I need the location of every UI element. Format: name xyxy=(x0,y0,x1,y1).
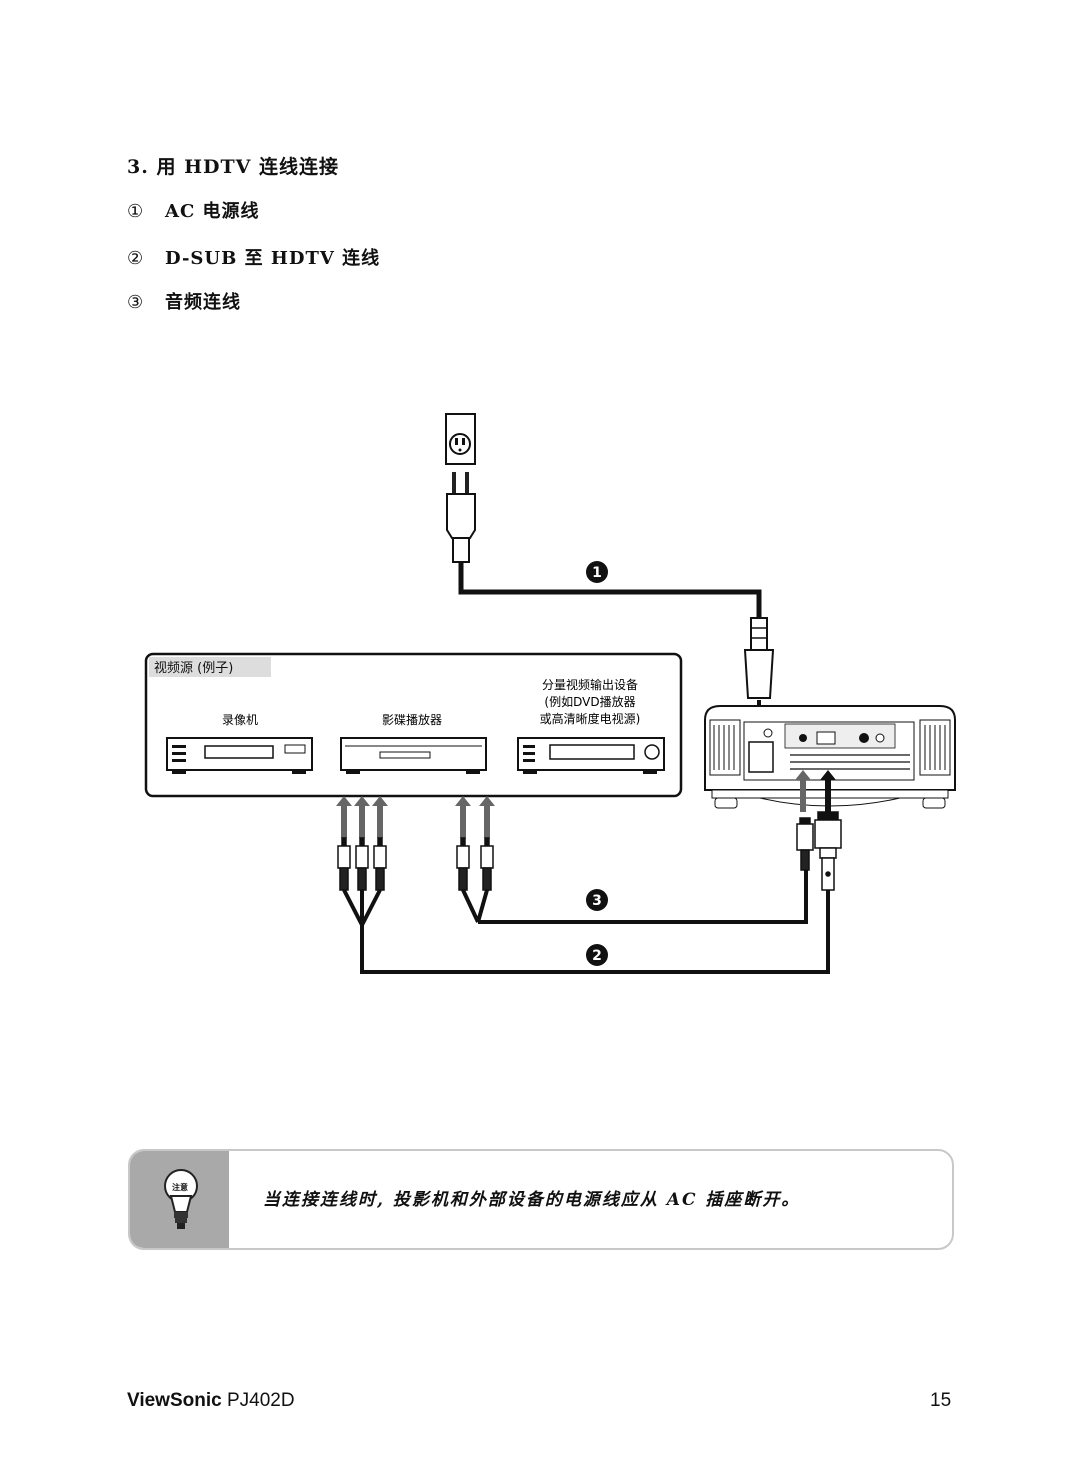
page-number: 15 xyxy=(930,1390,952,1411)
lightbulb-icon xyxy=(164,1169,198,1229)
item-text: AC 电源线 xyxy=(165,201,260,222)
dvd-player-icon xyxy=(340,737,487,774)
device-label-dvd: 影碟播放器 xyxy=(382,712,442,727)
cable-item-1: ① AC 电源线 xyxy=(127,197,260,223)
note-text: 当连接连线时, 投影机和外部设备的电源线应从 AC 插座断开。 xyxy=(263,1190,801,1210)
iec-connector-icon xyxy=(743,617,775,699)
footer-brand: ViewSonic PJ402D xyxy=(127,1390,295,1412)
audio-cable xyxy=(461,870,808,924)
cable-item-2: ② D-SUB 至 HDTV 连线 xyxy=(127,244,380,270)
power-cable xyxy=(458,562,762,618)
note-icon-label: 注意 xyxy=(172,1183,188,1192)
section-heading: 3. 用 HDTV 连线连接 xyxy=(127,156,339,178)
connection-diagram: 1 3 2 视频源 (例子) 录像机 影碟播放器 分量视频输出设备 (例如DVD… xyxy=(144,413,956,974)
component-device-icon xyxy=(517,737,665,774)
item-marker: ② xyxy=(127,248,145,269)
input-arrows xyxy=(336,770,836,838)
item-marker: ③ xyxy=(127,292,145,313)
source-box-title: 视频源 (例子) xyxy=(154,661,233,676)
dsub-connector-icon xyxy=(814,811,842,891)
svg-text:2: 2 xyxy=(592,948,602,964)
device-label-component-2: (例如DVD播放器 xyxy=(544,694,635,709)
component-rca-plugs-icon xyxy=(337,837,387,891)
cable-item-3: ③ 音频连线 xyxy=(127,288,241,314)
audio-mini-plug-icon xyxy=(796,817,814,871)
brand-name: ViewSonic xyxy=(127,1390,222,1411)
dsub-hdtv-cable xyxy=(342,889,830,974)
callout-3: 3 xyxy=(586,889,608,911)
note-box: 注意 当连接连线时, 投影机和外部设备的电源线应从 AC 插座断开。 xyxy=(128,1149,954,1250)
power-plug-icon xyxy=(446,472,476,563)
item-text: 音频连线 xyxy=(165,292,241,313)
device-label-component-1: 分量视频输出设备 xyxy=(542,677,638,692)
callout-2: 2 xyxy=(586,944,608,966)
vcr-icon xyxy=(166,737,313,774)
audio-rca-plugs-icon xyxy=(456,837,494,891)
item-text: D-SUB 至 HDTV 连线 xyxy=(165,248,381,269)
device-label-component-3: 或高清晰度电视源) xyxy=(540,711,641,726)
wall-outlet-icon xyxy=(445,413,476,465)
svg-text:3: 3 xyxy=(592,893,602,909)
model-name: PJ402D xyxy=(226,1390,295,1411)
svg-text:1: 1 xyxy=(592,565,602,581)
video-source-box: 视频源 (例子) 录像机 影碟播放器 分量视频输出设备 (例如DVD播放器 或高… xyxy=(144,652,683,798)
item-marker: ① xyxy=(127,201,145,222)
note-side-panel: 注意 xyxy=(130,1151,229,1248)
device-label-vcr: 录像机 xyxy=(222,713,258,727)
callout-1: 1 xyxy=(586,561,608,583)
